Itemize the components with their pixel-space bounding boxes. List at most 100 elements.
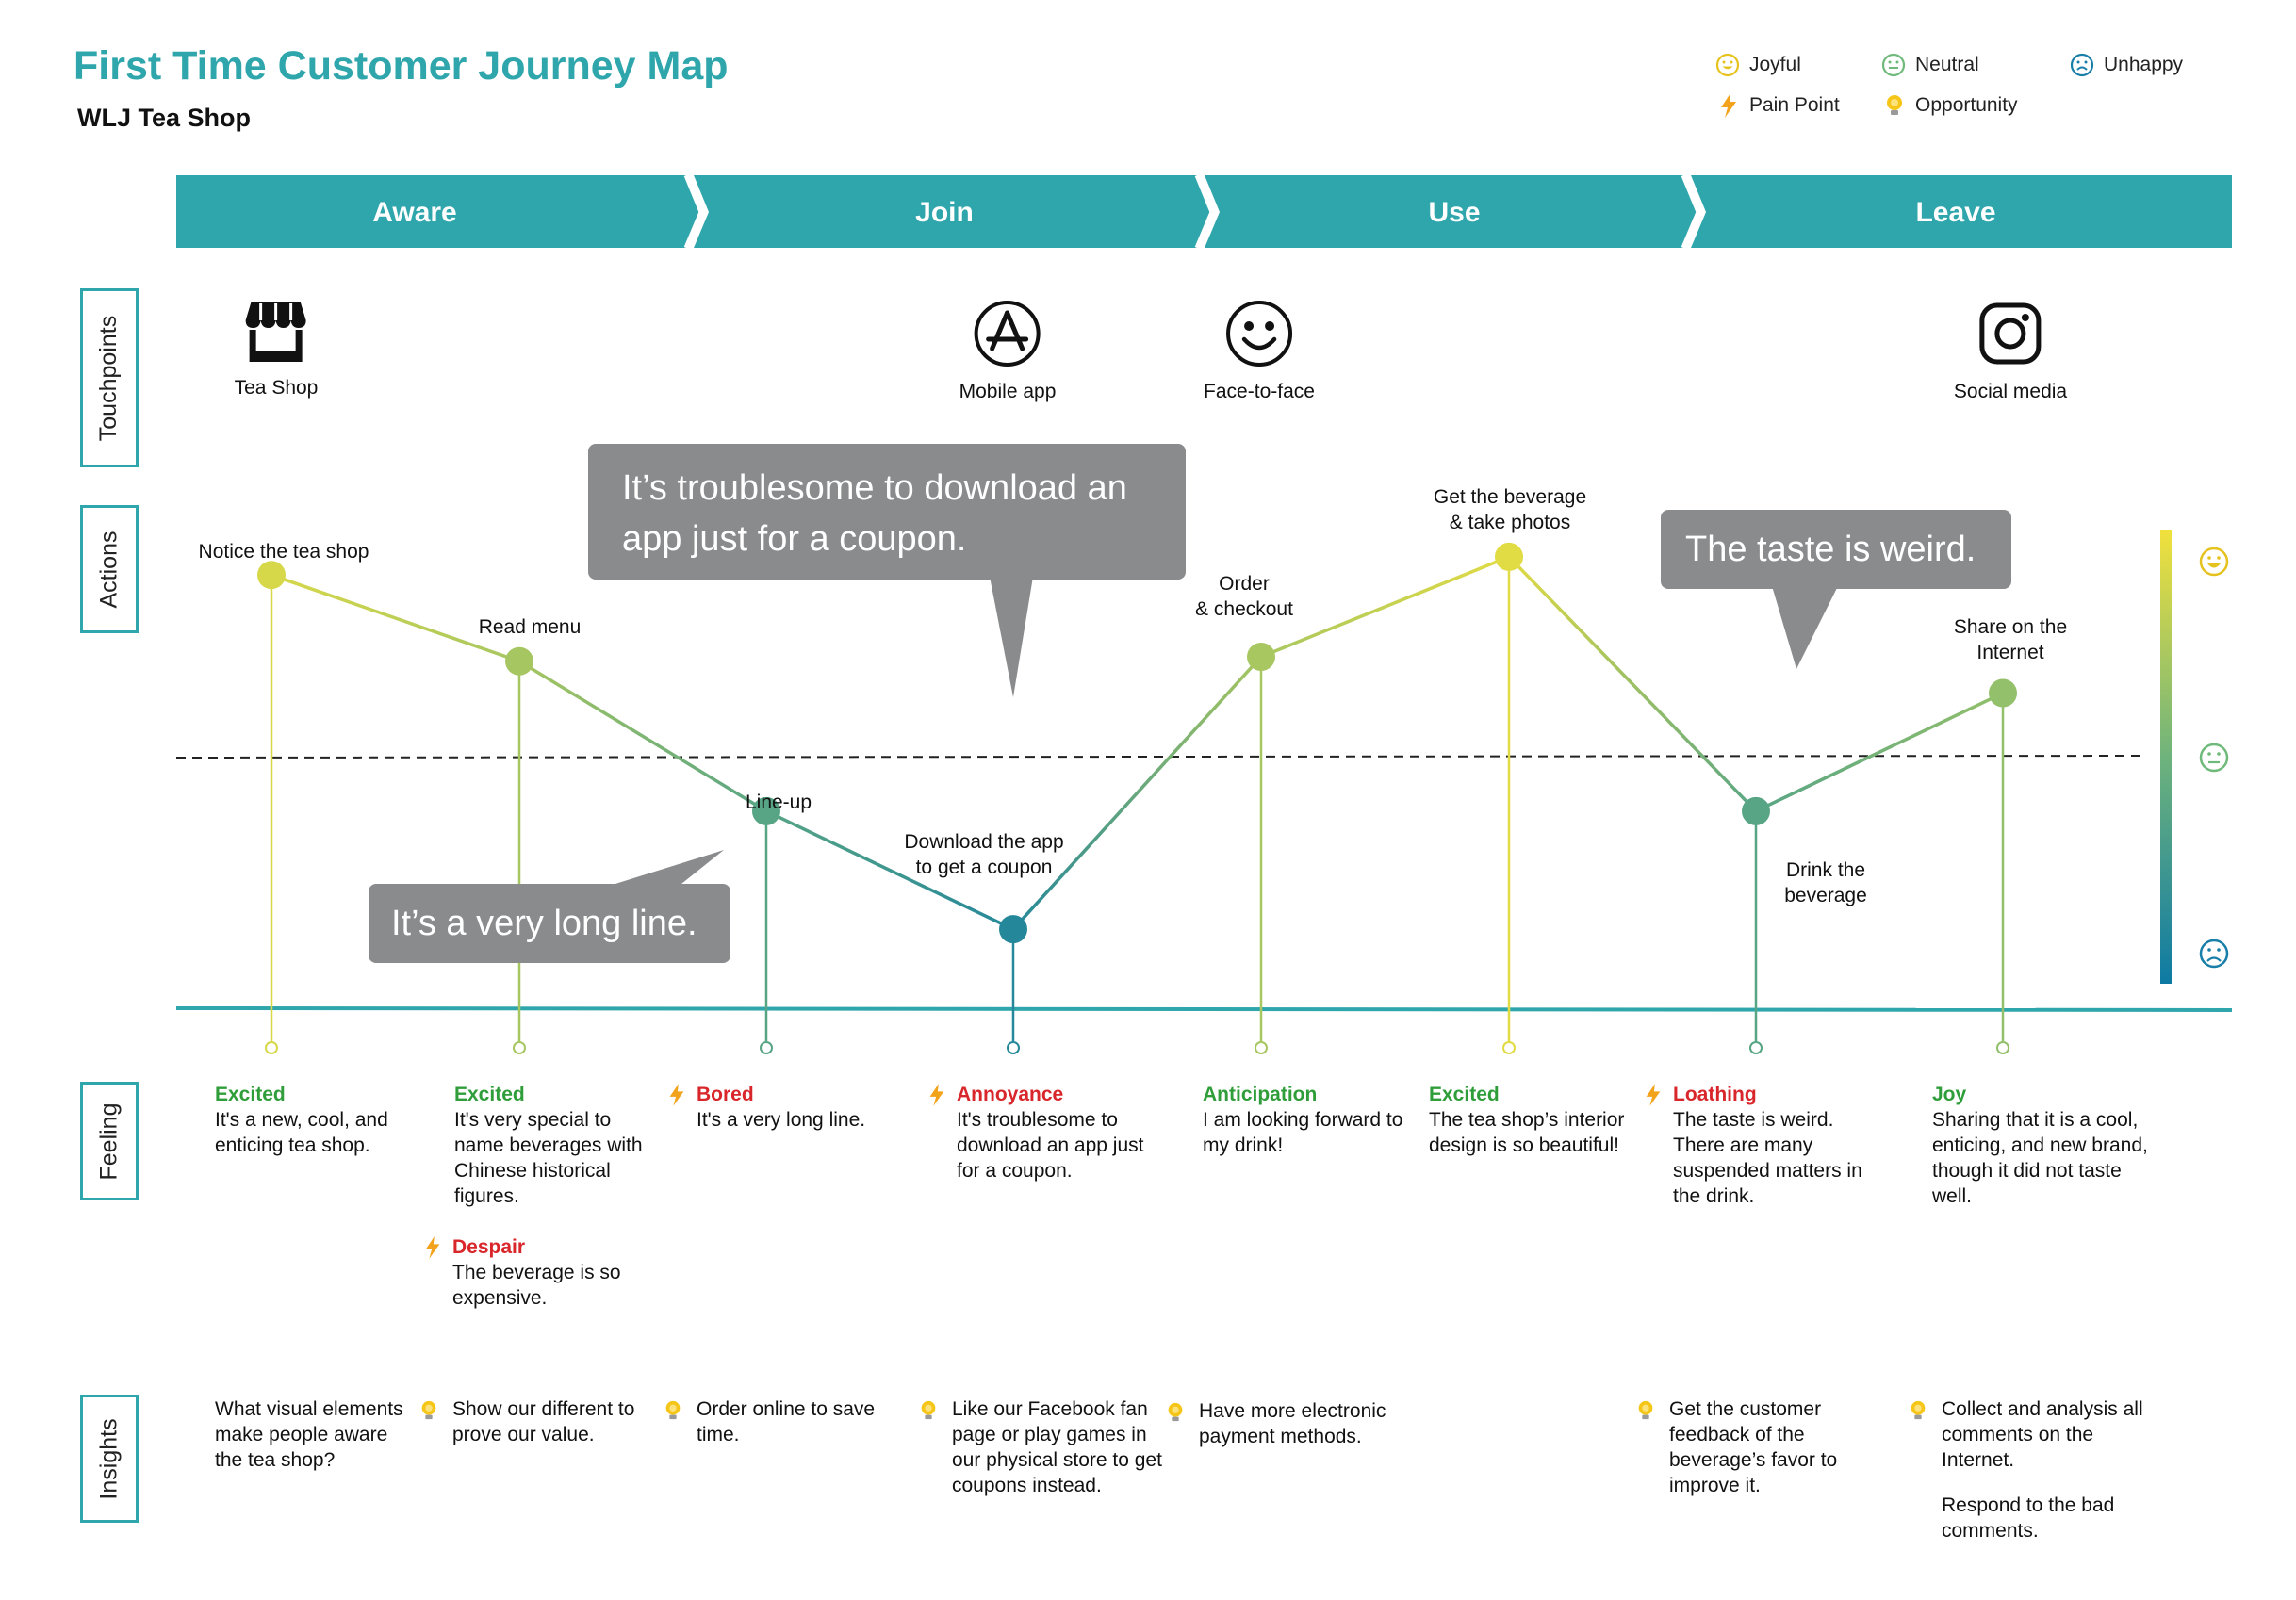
- stem-end-marker: [1749, 1041, 1763, 1054]
- emotion-point: [1989, 678, 2017, 708]
- legend-pain-point-label: Pain Point: [1749, 94, 1840, 116]
- feeling-title: Despair: [452, 1236, 526, 1258]
- instagram-icon: [1979, 302, 2042, 365]
- smiley-icon: [1225, 301, 1292, 367]
- stage-aware: Aware: [372, 197, 457, 228]
- stage-join-band: [694, 175, 1212, 248]
- lightbulb-icon: [1911, 1400, 1926, 1420]
- feeling-card: Joy Sharing that it is a cool, enticing,…: [1932, 1082, 2149, 1209]
- stage-use-band: [1205, 175, 1698, 248]
- feeling-title: Excited: [454, 1084, 525, 1105]
- insight-text: Show our different to prove our value.: [452, 1398, 635, 1445]
- stage-divider: [1681, 174, 1701, 249]
- action-label: Order & checkout: [1195, 573, 1293, 620]
- stem-end-marker: [1996, 1041, 2009, 1054]
- legend-opportunity: Opportunity: [1883, 92, 2018, 119]
- touchpoint-label: Tea Shop: [234, 377, 319, 399]
- feeling-title: Loathing: [1673, 1084, 1757, 1105]
- emotion-point: [752, 796, 780, 825]
- emotion-segment: [1507, 555, 1758, 813]
- lightning-bolt-icon: [669, 1084, 684, 1106]
- feeling-title: Anticipation: [1203, 1084, 1318, 1105]
- feeling-title: Excited: [1429, 1084, 1500, 1105]
- insight-text: Have more electronic payment methods.: [1199, 1400, 1386, 1447]
- speech-bubble-taste: The taste is weird.: [1661, 510, 2011, 589]
- joyful-face-icon: [1715, 53, 1740, 77]
- legend-joyful: Joyful: [1715, 53, 1801, 77]
- emotion-point: [999, 915, 1027, 944]
- lightbulb-icon: [921, 1400, 936, 1420]
- feeling-card: Loathing The taste is weird. There are m…: [1646, 1082, 1890, 1209]
- emotion-point: [1247, 642, 1275, 671]
- legend-opportunity-label: Opportunity: [1915, 94, 2018, 116]
- emotion-curve: [271, 555, 2004, 931]
- bubble-tail-download: [990, 577, 1033, 697]
- feeling-text: It's a new, cool, and enticing tea shop.: [215, 1109, 388, 1156]
- insight-card: Have more electronic payment methods.: [1168, 1398, 1406, 1449]
- row-label-touchpoints: Touchpoints: [80, 288, 139, 467]
- stem-end-marker: [1502, 1041, 1516, 1054]
- touchpoint-social-media: Social media: [1954, 300, 2067, 403]
- stage-banner: Aware Join Use Leave: [176, 174, 2232, 249]
- feeling-title: Joy: [1932, 1084, 1967, 1105]
- lightbulb-icon: [421, 1400, 436, 1420]
- feeling-card: Anticipation I am looking forward to my …: [1203, 1082, 1419, 1158]
- speech-bubble-text: The taste is weird.: [1685, 530, 1976, 569]
- touchpoint-face-to-face: Face-to-face: [1204, 300, 1315, 403]
- stem-end-marker: [1255, 1041, 1268, 1054]
- emotion-point: [1495, 542, 1523, 571]
- feeling-text: The tea shop’s interior design is so bea…: [1429, 1109, 1625, 1156]
- insight-text: Get the customer feedback of the beverag…: [1669, 1398, 1838, 1496]
- feeling-card: Despair The beverage is so expensive.: [425, 1234, 650, 1311]
- neutral-baseline: [175, 755, 2146, 759]
- touchpoint-tea-shop: Tea Shop: [234, 300, 319, 400]
- feeling-text: It's very special to name beverages with…: [454, 1109, 643, 1207]
- unhappy-face-icon: [2070, 53, 2094, 77]
- stem-end-marker: [1007, 1041, 1020, 1054]
- lightning-bolt-icon: [1721, 93, 1736, 118]
- stem-end-marker: [265, 1041, 278, 1054]
- emotion-segment: [1011, 655, 1263, 931]
- touchpoint-label: Social media: [1953, 381, 2068, 402]
- lightning-bolt-icon: [929, 1084, 944, 1106]
- row-label-insights-text: Insights: [95, 1417, 123, 1500]
- app-store-icon: [974, 301, 1041, 367]
- touchpoint-label: Face-to-face: [1204, 381, 1315, 402]
- feeling-text: It's troublesome to download an app just…: [957, 1109, 1144, 1182]
- speech-bubble-text: It’s a very long line.: [391, 904, 697, 943]
- scale-neutral-icon: [2199, 743, 2229, 773]
- touchpoint-mobile-app: Mobile app: [959, 300, 1056, 403]
- feeling-card: Excited It's a new, cool, and enticing t…: [215, 1082, 432, 1158]
- stage-divider: [683, 174, 704, 249]
- row-label-feeling-text: Feeling: [95, 1102, 123, 1180]
- feeling-card: Annoyance It's troublesome to download a…: [929, 1082, 1145, 1184]
- row-label-actions-text: Actions: [95, 531, 123, 608]
- legend-unhappy: Unhappy: [2070, 53, 2183, 77]
- emotion-point: [505, 646, 533, 676]
- legend-neutral: Neutral: [1881, 53, 1979, 77]
- feeling-text: Sharing that it is a cool, enticing, and…: [1932, 1109, 2148, 1207]
- row-label-insights: Insights: [80, 1395, 139, 1523]
- lightning-bolt-icon: [425, 1236, 440, 1259]
- stage-leave: Leave: [1915, 197, 1995, 228]
- action-label: Get the beverage & take photos: [1433, 486, 1587, 533]
- feeling-card: Excited It's very special to name bevera…: [454, 1082, 643, 1209]
- stage-leave-band: [1691, 175, 2232, 248]
- stage-use: Use: [1428, 197, 1480, 228]
- action-label: Drink the beverage: [1784, 859, 1867, 906]
- feeling-title: Excited: [215, 1084, 286, 1105]
- insight-card: Order online to save time.: [665, 1396, 904, 1447]
- action-label: Download the app to get a coupon: [904, 831, 1064, 878]
- insight-card: Show our different to prove our value.: [421, 1396, 669, 1447]
- page-title: First Time Customer Journey Map: [74, 43, 729, 89]
- bubble-tail-line: [603, 850, 724, 888]
- feeling-card: Bored It's a very long line.: [669, 1082, 913, 1133]
- action-stems: [265, 556, 2009, 1054]
- insight-text: Like our Facebook fan page or play games…: [952, 1398, 1162, 1496]
- insight-card: What visual elements make people aware t…: [215, 1396, 403, 1473]
- row-label-feeling: Feeling: [80, 1082, 139, 1200]
- emotion-point: [257, 561, 286, 590]
- insight-card: Like our Facebook fan page or play games…: [921, 1396, 1164, 1498]
- lightbulb-icon: [665, 1400, 681, 1420]
- stem-end-marker: [513, 1041, 526, 1054]
